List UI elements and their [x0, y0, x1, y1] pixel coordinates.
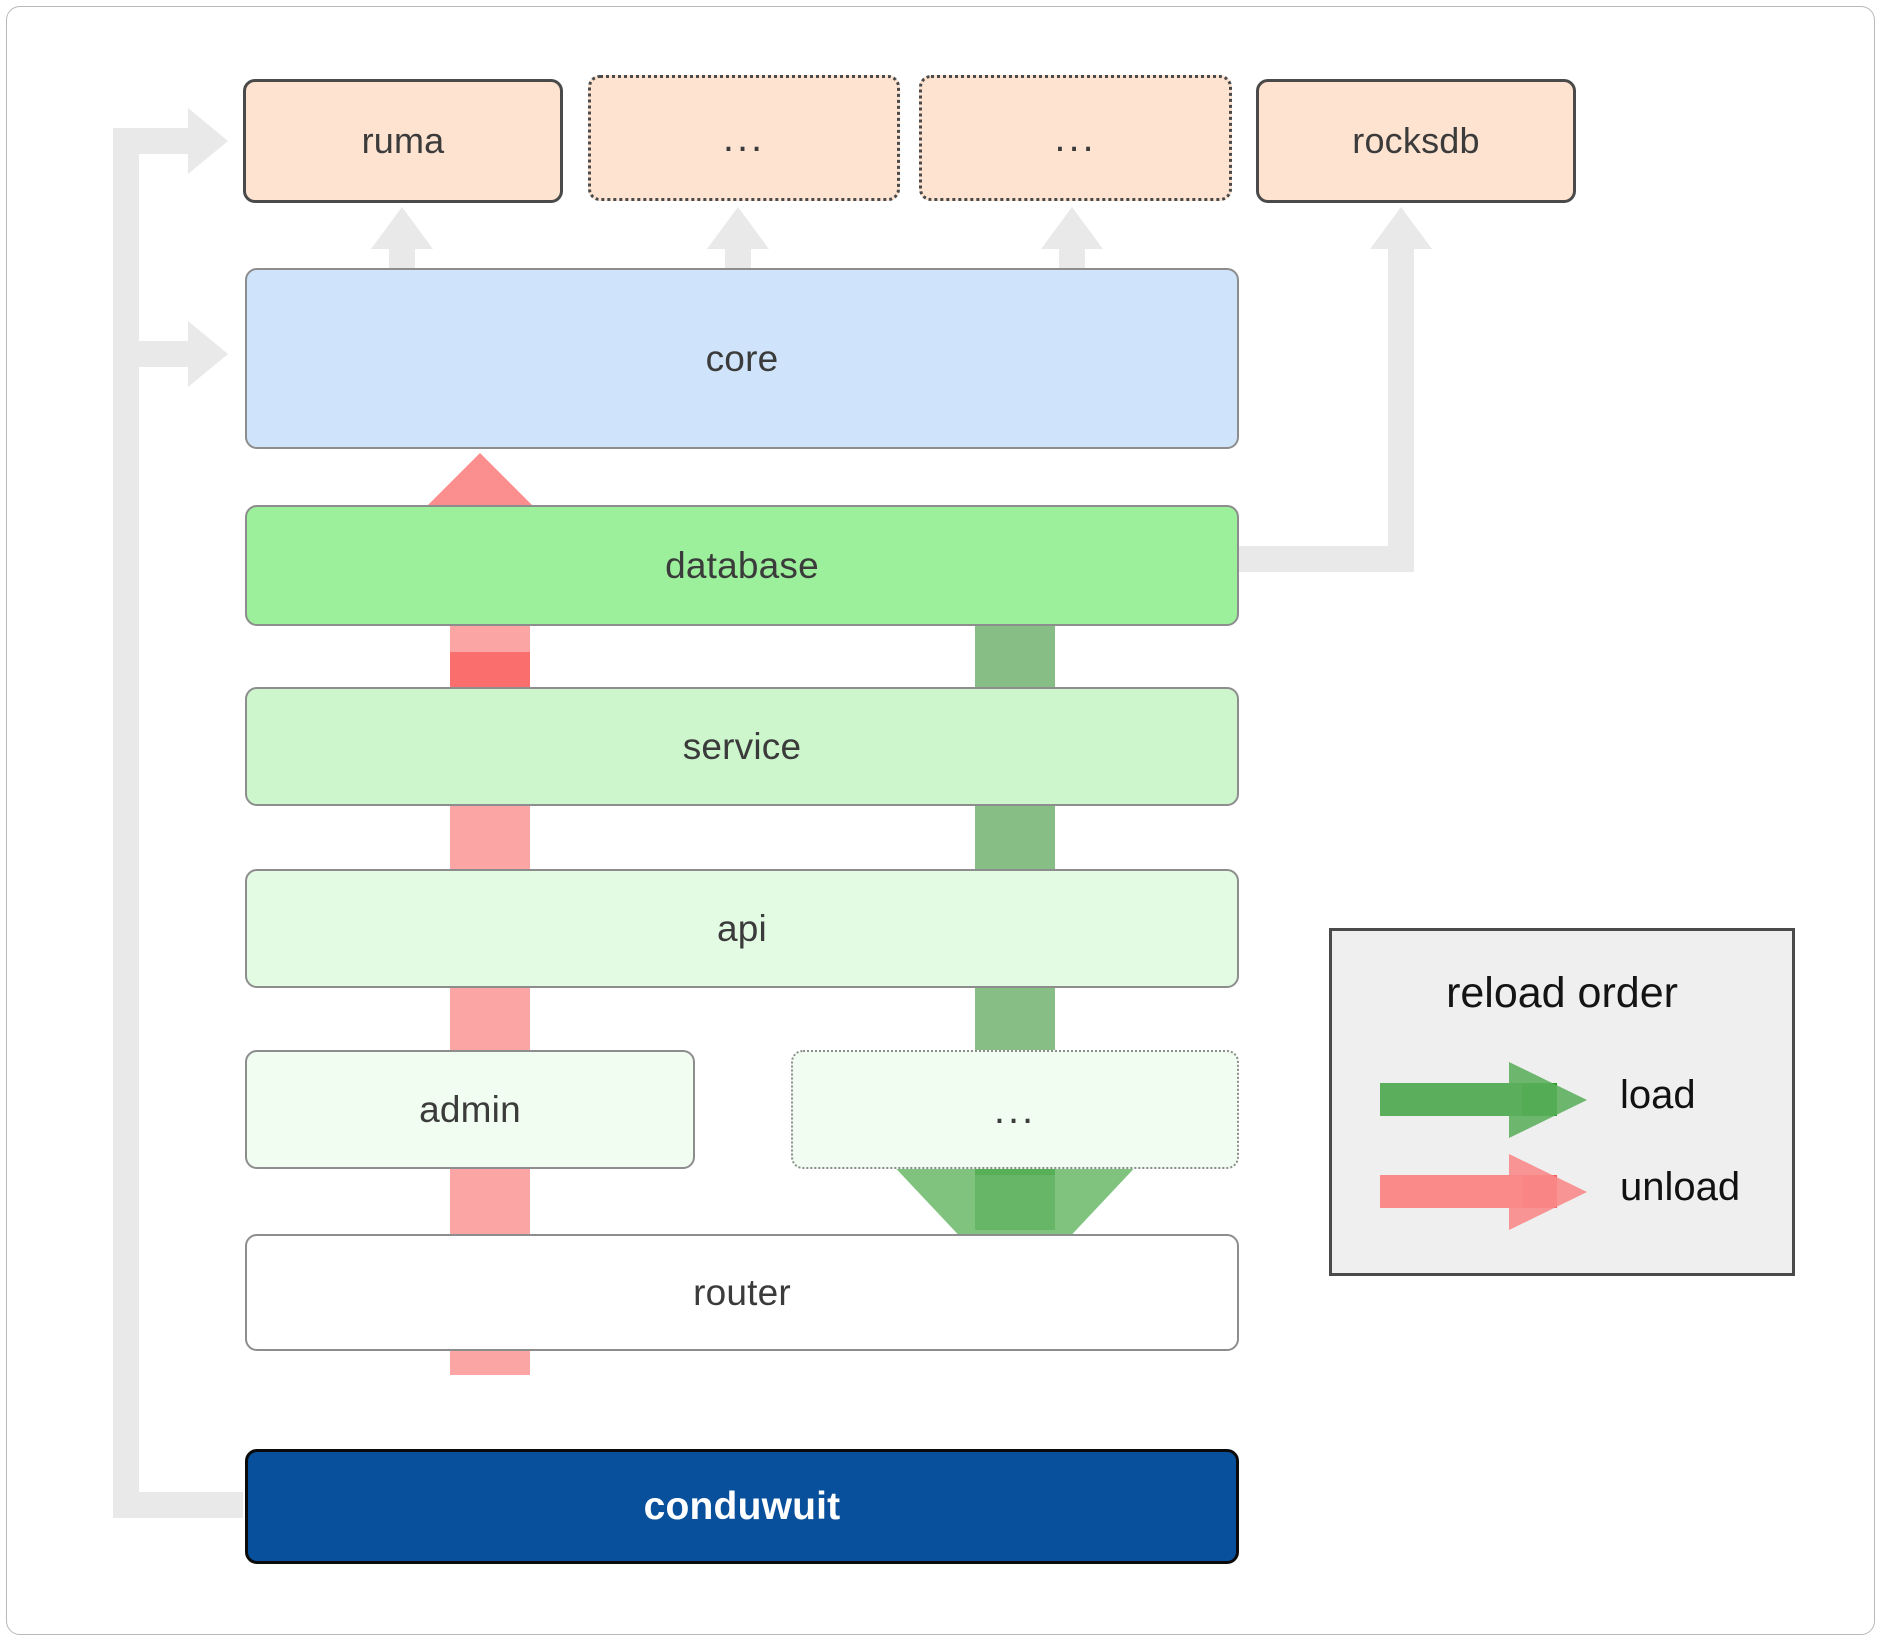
- node-service-label: service: [682, 725, 802, 767]
- connector-left-to-conduwuit: [113, 1492, 243, 1518]
- node-dep-more-1[interactable]: ...: [588, 75, 900, 201]
- connector-left-vertical: [113, 128, 139, 1518]
- node-dep-more-2[interactable]: ...: [919, 75, 1232, 201]
- connector-arrow-up-ruma: [371, 207, 433, 249]
- node-conduwuit-label: conduwuit: [643, 1484, 841, 1528]
- legend-title: reload order: [1446, 969, 1678, 1017]
- node-dep-more-1-label: ...: [722, 116, 766, 160]
- legend-unload-arrow-head: [1509, 1154, 1587, 1230]
- connector-arrow-up-rocksdb: [1370, 207, 1432, 249]
- legend-load-label: load: [1620, 1073, 1696, 1117]
- node-crate-more-label: ...: [993, 1087, 1037, 1132]
- connector-arrow-ruma: [188, 108, 228, 174]
- node-conduwuit[interactable]: conduwuit: [245, 1449, 1239, 1564]
- node-admin[interactable]: admin: [245, 1050, 695, 1169]
- node-database-label: database: [665, 544, 819, 586]
- connector-arrow-core: [188, 321, 228, 387]
- node-crate-more[interactable]: ...: [791, 1050, 1239, 1169]
- node-rocksdb-label: rocksdb: [1352, 120, 1480, 161]
- node-ruma-label: ruma: [361, 120, 445, 161]
- node-router-label: router: [693, 1271, 791, 1313]
- connector-arrow-up-dep2: [1041, 207, 1103, 249]
- node-core[interactable]: core: [245, 268, 1239, 449]
- connector-left-to-core: [113, 341, 198, 367]
- node-ruma[interactable]: ruma: [243, 79, 563, 203]
- node-service[interactable]: service: [245, 687, 1239, 806]
- legend-entry-unload: unload: [1332, 1143, 1798, 1243]
- node-router[interactable]: router: [245, 1234, 1239, 1351]
- node-dep-more-2-label: ...: [1054, 116, 1097, 160]
- node-core-label: core: [705, 337, 779, 379]
- connector-arrow-up-dep1: [707, 207, 769, 249]
- node-database[interactable]: database: [245, 505, 1239, 626]
- legend-unload-label: unload: [1620, 1165, 1741, 1209]
- node-admin-label: admin: [419, 1088, 521, 1130]
- legend-entry-load: load: [1332, 1051, 1798, 1151]
- legend-load-arrow-head: [1509, 1062, 1587, 1138]
- legend-panel: reload order load unload: [1329, 928, 1795, 1276]
- connector-database-to-rocksdb-horizontal: [1222, 546, 1414, 572]
- node-rocksdb[interactable]: rocksdb: [1256, 79, 1576, 203]
- connector-left-to-ruma: [113, 128, 198, 154]
- connector-database-to-rocksdb-vertical: [1388, 238, 1414, 572]
- node-api-label: api: [717, 907, 767, 949]
- node-api[interactable]: api: [245, 869, 1239, 988]
